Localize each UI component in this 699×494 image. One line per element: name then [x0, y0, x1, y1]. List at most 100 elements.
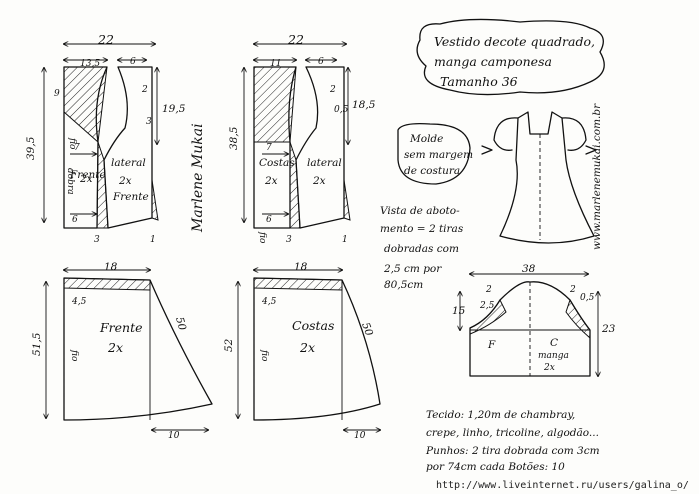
pattern-outline: [565, 298, 591, 340]
fabric-line1: Tecido: 1,20m de chambray,: [426, 409, 575, 421]
sl-small-right: 2: [569, 285, 576, 295]
sb-label: Costas: [292, 318, 334, 333]
bb-top-right: 6: [318, 57, 324, 67]
pattern-outline: [481, 145, 493, 155]
pattern-outline: [585, 145, 597, 155]
molde-line2: sem margem: [404, 149, 473, 161]
sl-qty: 2x: [543, 363, 555, 373]
sl-height-left: 15: [452, 305, 466, 317]
fabric-note: Tecido: 1,20m de chambray, crepe, linho,…: [425, 409, 600, 473]
vista-line1: Vista de aboto-: [380, 205, 460, 217]
bf-top-right: 6: [130, 57, 136, 67]
sleeve-piece: 38 15 23 2 2 0,5 2,5 F C manga 2x: [452, 263, 616, 376]
sl-label-manga: manga: [538, 351, 569, 361]
sl-small-end: 2,5: [479, 301, 495, 311]
pattern-outline: [96, 141, 109, 229]
bf-dobra: dobra: [65, 168, 75, 195]
bf-top-left: 13,5: [80, 59, 100, 69]
bf-label-lateral-sub: Frente: [112, 191, 149, 203]
molde-line3: de costura: [404, 165, 460, 177]
sb-small: 4,5: [261, 297, 277, 307]
bf-right-height: 19,5: [162, 103, 186, 115]
bb-total-height: 38,5: [228, 126, 240, 150]
title-bubble: Vestido decote quadrado, manga camponesa…: [416, 18, 605, 96]
sb-qty: 2x: [299, 340, 315, 355]
fabric-line4: por 74cm cada Botões: 10: [426, 461, 565, 473]
bf-label-lateral-qty: 2x: [118, 175, 132, 187]
pattern-outline: [289, 141, 301, 229]
bb-label-lateral-qty: 2x: [312, 175, 326, 187]
title-line2: manga camponesa: [434, 54, 552, 69]
title-line1: Vestido decote quadrado,: [434, 34, 595, 49]
bb-top-left: 11: [270, 59, 281, 69]
website-vertical: www.marlenemukai.com.br: [591, 103, 603, 250]
sf-top: 18: [104, 261, 118, 273]
fabric-line2: crepe, linho, tricoline, algodão...: [426, 427, 599, 439]
sb-side: 50: [359, 321, 375, 338]
signature: Marlene Mukai: [190, 123, 206, 233]
pattern-outline: [253, 277, 381, 421]
sb-bottom: 10: [354, 431, 366, 441]
sb-top: 18: [294, 261, 308, 273]
bf-fio: fio: [67, 137, 77, 150]
sl-small-mid: 0,5: [580, 293, 595, 303]
pattern-outline: [343, 179, 351, 221]
bf-mark-3: 3: [94, 235, 100, 245]
watermark-url: http://www.liveinternet.ru/users/galina_…: [436, 480, 689, 491]
bb-width: 22: [287, 32, 304, 47]
bf-width: 22: [97, 32, 114, 47]
sb-left-height: 52: [223, 338, 235, 352]
skirt-front-piece: 18 51,5 4,5 fio Frente 2x 50 10: [31, 261, 213, 441]
sl-height-right: 23: [601, 323, 616, 335]
bf-upper-height: 9: [54, 89, 60, 99]
bf-small-b: 3: [146, 117, 152, 127]
bf-total-height: 39,5: [25, 136, 37, 160]
pattern-outline: [561, 117, 587, 151]
pattern-outline: [63, 66, 108, 144]
bf-bottom-mark: 6: [72, 215, 78, 225]
bb-label-back: Costas: [259, 157, 295, 169]
bf-waist-mark: 7: [74, 143, 80, 153]
bodice-front-piece: 22 13,5 6 39,5 9 19,5 7 6 2 3 fio dobra …: [25, 32, 186, 245]
bb-right-height: 18,5: [352, 99, 376, 111]
molde-note: Molde sem margem de costura: [397, 122, 473, 185]
vista-line2: mento = 2 tiras: [380, 223, 464, 235]
vista-line3: dobradas com: [384, 243, 459, 255]
sf-left-height: 51,5: [31, 332, 43, 356]
pattern-outline: [493, 117, 519, 151]
bb-waist-mark: 7: [266, 143, 272, 153]
bb-bottom-mark: 6: [266, 215, 272, 225]
pattern-outline: [397, 122, 471, 185]
sl-width: 38: [522, 263, 536, 275]
sl-small-left: 2: [485, 285, 492, 295]
sf-qty: 2x: [107, 340, 123, 355]
molde-line1: Molde: [409, 133, 443, 145]
pattern-outline: [151, 179, 159, 221]
bf-label-front: Frente: [69, 169, 106, 181]
vista-line5: 80,5cm: [384, 279, 423, 291]
bf-label-front-qty: 2x: [79, 173, 93, 185]
sf-fio: fio: [69, 349, 79, 362]
pattern-outline: [499, 111, 595, 244]
sb-fio: fio: [259, 349, 269, 362]
sl-label-f: F: [487, 339, 496, 351]
pattern-outline: [295, 66, 345, 229]
bf-label-lateral: lateral: [111, 157, 146, 169]
vista-line4: 2,5 cm por: [383, 263, 442, 275]
bf-mark-1: 1: [150, 235, 156, 245]
pattern-outline: [63, 277, 213, 421]
dress-sketch: [481, 111, 597, 244]
sf-label: Frente: [99, 320, 143, 335]
pattern-outline: [416, 18, 605, 96]
sf-side: 50: [173, 316, 188, 332]
bb-label-lateral: lateral: [307, 157, 342, 169]
title-line3: Tamanho 36: [440, 74, 518, 89]
sf-small: 4,5: [71, 297, 87, 307]
bb-fio: fio: [257, 231, 267, 244]
vista-note: Vista de aboto- mento = 2 tiras dobradas…: [380, 205, 464, 291]
sl-label-c: C: [550, 337, 558, 349]
bb-mark-3: 3: [286, 235, 292, 245]
skirt-back-piece: 18 52 4,5 fio Costas 2x 50 10: [223, 261, 380, 441]
fabric-line3: Punhos: 2 tira dobrada com 3cm: [425, 445, 600, 457]
